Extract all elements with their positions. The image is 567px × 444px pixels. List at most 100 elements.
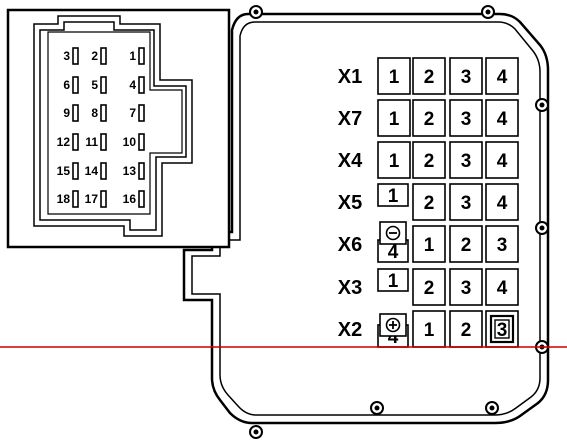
pin-number: 7 bbox=[129, 106, 136, 120]
pin-number: 17 bbox=[85, 192, 99, 206]
fuse-number: 2 bbox=[424, 193, 435, 214]
fuse-slot: 2 bbox=[412, 141, 446, 179]
pin-number: 8 bbox=[91, 106, 98, 120]
fuse-slot: 4 bbox=[485, 99, 519, 137]
connector-pin: 9 bbox=[63, 104, 79, 122]
fuse-slot: 2 bbox=[412, 183, 446, 221]
screw-right-middle bbox=[535, 221, 549, 235]
pin-number: 9 bbox=[63, 106, 70, 120]
connector-pin: 5 bbox=[91, 76, 107, 94]
connector-pin: 10 bbox=[123, 133, 145, 151]
connector-inset-frame bbox=[6, 8, 231, 249]
fuse-number: 1 bbox=[389, 109, 400, 130]
connector-pin: 3 bbox=[63, 47, 79, 65]
fuse-slot-outline bbox=[485, 141, 519, 179]
fuse-slot: 3 bbox=[449, 183, 483, 221]
row-label: X1 bbox=[338, 66, 362, 88]
minus-terminal-icon bbox=[379, 221, 407, 245]
plus-terminal-icon bbox=[379, 313, 407, 337]
fuse-slot: 4 bbox=[485, 57, 519, 95]
screw-bottom-right bbox=[485, 401, 499, 415]
fuse-slot: 3 bbox=[449, 268, 483, 306]
pin-number: 3 bbox=[63, 49, 70, 63]
pin-number: 11 bbox=[85, 135, 98, 149]
pin-number: 13 bbox=[123, 164, 137, 178]
pin-number: 1 bbox=[129, 49, 136, 63]
fuse-slot-outline bbox=[485, 99, 519, 137]
fuse-number: 3 bbox=[461, 109, 472, 130]
fuse-slot: 2 bbox=[412, 57, 446, 95]
connector-pin: 15 bbox=[57, 162, 79, 180]
connector-pin: 7 bbox=[129, 104, 145, 122]
screw-bottom-center bbox=[370, 401, 384, 415]
row-label: X6 bbox=[338, 234, 362, 256]
fuse-slot: 2 bbox=[449, 310, 483, 348]
fuse-number: 3 bbox=[461, 67, 472, 88]
connector-pin: 1 bbox=[129, 47, 145, 65]
connector-pin: 18 bbox=[57, 190, 79, 208]
pin-number: 16 bbox=[123, 192, 137, 206]
fuse-number: 2 bbox=[424, 109, 435, 130]
fuse-slot-outline bbox=[412, 183, 446, 221]
fuse-number: 1 bbox=[388, 271, 399, 292]
fuse-slot-outline bbox=[485, 183, 519, 221]
fuse-slot: 2 bbox=[412, 268, 446, 306]
fuse-slot: 3 bbox=[449, 57, 483, 95]
fuse-slot: 1 bbox=[412, 310, 446, 348]
pin-slot bbox=[100, 76, 107, 94]
fuse-slot: 2 bbox=[449, 225, 483, 263]
pin-number: 18 bbox=[57, 192, 71, 206]
pin-slot bbox=[72, 190, 79, 208]
fuse-slot: 3 bbox=[449, 99, 483, 137]
connector-pin: 14 bbox=[85, 162, 107, 180]
connector-pin: 16 bbox=[123, 190, 145, 208]
fuse-slot: 1 bbox=[377, 57, 411, 95]
fuse-number: 2 bbox=[461, 320, 472, 341]
connector-pin: 12 bbox=[57, 133, 79, 151]
housing-inner-outline bbox=[191, 21, 541, 416]
fuse-number: 4 bbox=[388, 327, 399, 348]
pin-number: 15 bbox=[57, 164, 71, 178]
fuse-number: 2 bbox=[424, 151, 435, 172]
fuse-slot: 1 bbox=[412, 225, 446, 263]
pin-number: 6 bbox=[63, 78, 70, 92]
fuse-number: 2 bbox=[424, 278, 435, 299]
row-label: X2 bbox=[338, 319, 362, 341]
row-label: X4 bbox=[338, 150, 363, 172]
fuse-slot-outline bbox=[449, 268, 483, 306]
fuse-slot-outline bbox=[377, 99, 411, 137]
fuse-number: 4 bbox=[497, 67, 508, 88]
pin-number: 12 bbox=[57, 135, 71, 149]
connector-pin: 2 bbox=[91, 47, 107, 65]
fuse-slot-small: 1 bbox=[377, 183, 409, 207]
pin-slot bbox=[138, 76, 145, 94]
fuse-number: 3 bbox=[461, 151, 472, 172]
pin-number: 5 bbox=[91, 78, 98, 92]
pin-number: 2 bbox=[91, 49, 98, 63]
pin-number: 4 bbox=[129, 78, 136, 92]
pin-number: 14 bbox=[85, 164, 99, 178]
fuse-slot-outline bbox=[412, 141, 446, 179]
fuse-slot-outline bbox=[412, 57, 446, 95]
fuse-slot: 3 bbox=[449, 141, 483, 179]
fuse-slot: 4 bbox=[485, 141, 519, 179]
pin-slot bbox=[138, 190, 145, 208]
screw-bottom-left bbox=[249, 425, 263, 439]
screw-top-right bbox=[481, 5, 495, 19]
fuse-slot-outline bbox=[449, 141, 483, 179]
fuse-slot-outline bbox=[412, 268, 446, 306]
fuse-number: 3 bbox=[461, 193, 472, 214]
fuse-slot-outline bbox=[449, 225, 483, 263]
fuse-slot-outline bbox=[449, 183, 483, 221]
pin-slot bbox=[138, 133, 145, 151]
fuse-slot-outline bbox=[377, 268, 409, 292]
fuse-number: 1 bbox=[389, 67, 400, 88]
pin-number: 10 bbox=[123, 135, 137, 149]
fuse-slot-outline bbox=[377, 141, 411, 179]
connector-pin: 8 bbox=[91, 104, 107, 122]
